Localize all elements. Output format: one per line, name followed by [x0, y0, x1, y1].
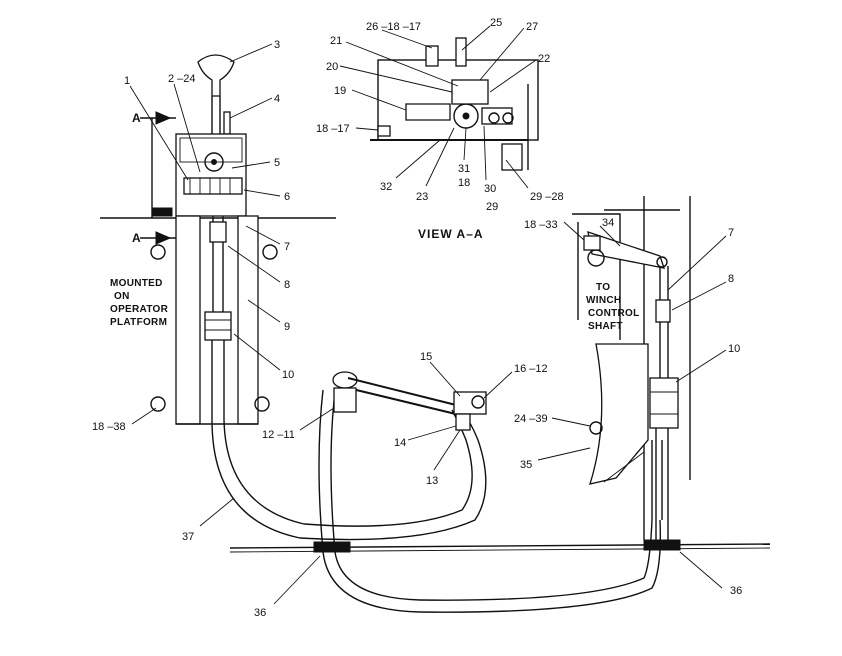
callout-21: 21: [330, 35, 342, 47]
section-mark-bottom: A: [132, 231, 142, 245]
callout-13: 13: [426, 475, 438, 487]
callout-14: 14: [394, 437, 406, 449]
callout-18-38: 18 –38: [92, 421, 126, 433]
callout-8-left: 8: [284, 279, 290, 291]
callout-15: 15: [420, 351, 432, 363]
callout-labels: 1 2 –24 3 4 5 6 7 8 9 10 18 –38 37 36 12…: [92, 17, 742, 619]
callout-3: 3: [274, 39, 280, 51]
callout-5: 5: [274, 157, 280, 169]
grommet-left: [313, 541, 351, 553]
callout-18-view: 18: [458, 177, 470, 189]
caption-line: PLATFORM: [110, 317, 167, 328]
callout-1: 1: [124, 75, 130, 87]
callout-37: 37: [182, 531, 194, 543]
callout-12-11: 12 –11: [262, 429, 295, 441]
callout-9: 9: [284, 321, 290, 333]
caption-winch: TO WINCH CONTROL SHAFT: [586, 282, 640, 332]
caption-line: SHAFT: [588, 321, 623, 332]
callout-2-24: 2 –24: [168, 73, 196, 85]
callout-10-left: 10: [282, 369, 294, 381]
caption-line: VIEW A–A: [418, 227, 484, 241]
callout-leaders: [129, 25, 727, 605]
callout-23: 23: [416, 191, 428, 203]
callout-27: 27: [526, 21, 538, 33]
callout-29-28: 29 –28: [530, 191, 564, 203]
mounting-post-right: [237, 215, 259, 425]
callout-4: 4: [274, 93, 280, 105]
callout-18-33: 18 –33: [524, 219, 558, 231]
callout-8-right: 8: [728, 273, 734, 285]
mounting-post-left: [175, 215, 201, 425]
bellcrank-linkage: [332, 371, 487, 431]
lever-knob: [197, 54, 235, 97]
callout-19: 19: [334, 85, 346, 97]
control-lever-assembly: [100, 54, 336, 425]
winch-linkage: [572, 196, 691, 540]
callout-7-right: 7: [728, 227, 734, 239]
callout-36-left: 36: [254, 607, 266, 619]
caption-line: TO: [596, 282, 610, 293]
control-cables: [211, 389, 663, 613]
callout-18-17: 18 –17: [316, 123, 350, 135]
callout-6: 6: [284, 191, 290, 203]
caption-line: OPERATOR: [110, 304, 169, 315]
callout-10-right: 10: [728, 343, 740, 355]
callout-30: 30: [484, 183, 496, 195]
lever-housing: [175, 133, 247, 217]
section-mark-top: A: [132, 111, 142, 125]
callout-22: 22: [538, 53, 550, 65]
callout-7-left: 7: [284, 241, 290, 253]
cable-fitting-left: [204, 311, 232, 341]
callout-20: 20: [326, 61, 338, 73]
view-a-a-detail: [370, 37, 539, 171]
callout-24-39: 24 –39: [514, 413, 548, 425]
caption-mounted: MOUNTED ON OPERATOR PLATFORM: [110, 278, 169, 328]
winch-bracket: [589, 343, 649, 485]
callout-32: 32: [380, 181, 392, 193]
callout-34: 34: [602, 217, 614, 229]
callout-31: 31: [458, 163, 470, 175]
caption-line: CONTROL: [588, 308, 640, 319]
caption-line: WINCH: [586, 295, 621, 306]
callout-35: 35: [520, 459, 532, 471]
caption-line: MOUNTED: [110, 278, 163, 289]
caption-line: ON: [114, 291, 130, 302]
grommet-right: [643, 539, 681, 551]
view-title: VIEW A–A: [418, 227, 484, 241]
floor-plate: [229, 539, 771, 553]
callout-26-18-17: 26 –18 –17: [366, 21, 421, 33]
callout-36-right: 36: [730, 585, 742, 597]
callout-29: 29: [486, 201, 498, 213]
cable-fitting-right: [649, 377, 679, 429]
callout-16-12: 16 –12: [514, 363, 548, 375]
callout-25: 25: [490, 17, 502, 29]
